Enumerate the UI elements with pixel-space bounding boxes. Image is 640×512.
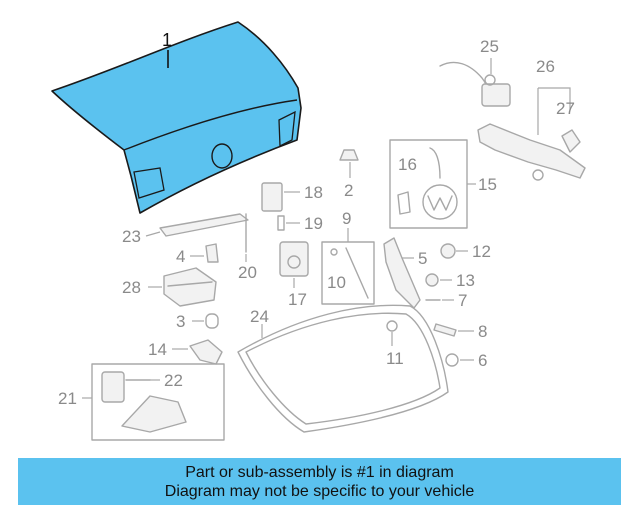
bracket-part-8[interactable]	[433, 323, 457, 337]
clip-part-4[interactable]	[205, 243, 219, 263]
callout-6: 6	[478, 351, 487, 370]
latch-actuator-part-25[interactable]	[439, 61, 511, 107]
latch-bracket-part-5[interactable]	[383, 237, 421, 309]
callout-14: 14	[148, 340, 167, 359]
callout-12: 12	[472, 242, 491, 261]
pin-part-19[interactable]	[277, 215, 285, 231]
grommet-part-3[interactable]	[205, 313, 219, 329]
callout-4: 4	[176, 247, 185, 266]
callout-15: 15	[478, 175, 497, 194]
callout-11: 11	[386, 349, 404, 368]
callout-8: 8	[478, 322, 487, 341]
release-handle-box[interactable]	[91, 363, 225, 441]
callout-28: 28	[122, 278, 141, 297]
striker-part-18[interactable]	[261, 182, 283, 212]
callout-3: 3	[176, 312, 185, 331]
emblem-box[interactable]	[389, 139, 468, 229]
control-module-part-28[interactable]	[163, 267, 217, 307]
callout-10: 10	[327, 273, 346, 292]
callout-13: 13	[456, 271, 475, 290]
callout-25: 25	[480, 37, 499, 56]
trunk-lid-part-1[interactable]	[51, 21, 302, 214]
callout-24: 24	[250, 307, 269, 326]
callout-2: 2	[344, 181, 353, 200]
callout-23: 23	[122, 227, 141, 246]
callout-27: 27	[556, 99, 575, 118]
hinge-arm-part-26[interactable]	[477, 123, 586, 181]
callout-9: 9	[342, 209, 351, 228]
note-line-2: Diagram may not be specific to your vehi…	[164, 482, 475, 500]
callout-5: 5	[418, 249, 427, 268]
parts-diagram: 1 25 26 27 16 15 2 18 19 23 4	[51, 21, 586, 441]
note-line-1: Part or sub-assembly is #1 in diagram	[185, 463, 454, 481]
trim-strip-part-23[interactable]	[159, 213, 249, 237]
plug-part-11[interactable]	[386, 320, 398, 332]
lock-cylinder-part-17[interactable]	[279, 241, 309, 277]
lock-part-14[interactable]	[189, 339, 223, 365]
callout-21: 21	[58, 389, 77, 408]
clip-part-27[interactable]	[561, 129, 581, 153]
callout-19: 19	[304, 214, 323, 233]
callout-22: 22	[164, 371, 183, 390]
callout-18: 18	[304, 183, 323, 202]
callout-26: 26	[536, 57, 555, 76]
callout-7: 7	[458, 291, 467, 310]
callout-20: 20	[238, 263, 257, 282]
callout-17: 17	[288, 290, 307, 309]
bump-stop-part-2[interactable]	[339, 149, 359, 161]
bushing-part-13[interactable]	[425, 273, 439, 287]
washer-part-6[interactable]	[445, 353, 459, 367]
callout-16: 16	[398, 155, 417, 174]
callout-1: 1	[162, 30, 172, 50]
weatherstrip-part-24[interactable]	[237, 304, 449, 433]
bushing-part-12[interactable]	[440, 243, 456, 259]
diagram-note-banner: Part or sub-assembly is #1 in diagram Di…	[18, 458, 621, 505]
